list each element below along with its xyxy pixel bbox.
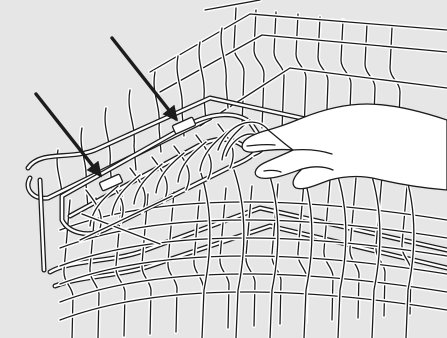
illustration	[0, 0, 447, 338]
illustration-svg	[0, 0, 447, 338]
